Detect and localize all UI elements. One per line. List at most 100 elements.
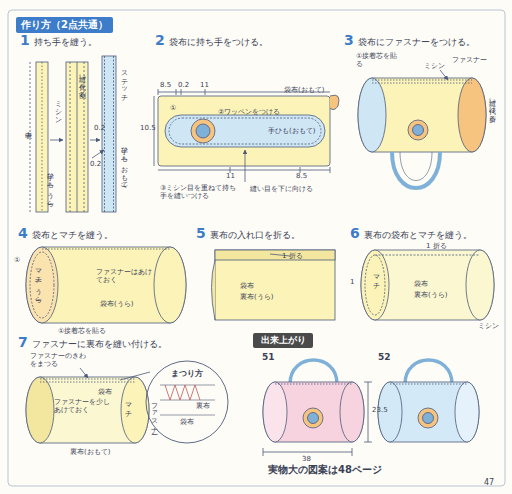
illustration-part	[80, 368, 88, 378]
model-number: 51	[262, 352, 275, 362]
annotation: 裏布	[196, 402, 210, 410]
annotation: 縫い目を下に向ける	[250, 185, 313, 193]
illustration-part	[245, 150, 246, 182]
illustration-part	[90, 140, 100, 141]
illustration-part	[466, 250, 494, 320]
annotation: 手ひも(おもて)	[120, 142, 128, 187]
illustration-part	[340, 382, 364, 442]
illustration-part	[423, 413, 434, 424]
illustration-part	[290, 360, 337, 384]
illustration-part	[102, 56, 116, 212]
illustration-part	[26, 377, 54, 443]
illustration-part	[26, 247, 58, 323]
annotation: 0.2	[178, 81, 189, 89]
step-heading: 裏布の入れ口を折る。	[210, 230, 300, 240]
annotation: 袋布	[98, 388, 112, 396]
illustration-part	[121, 377, 149, 443]
illustration-part	[405, 360, 452, 384]
annotation: 裏布(うら)	[240, 293, 273, 301]
annotation: 1	[350, 278, 354, 286]
annotation: ①	[170, 104, 176, 112]
illustration-part	[400, 152, 432, 181]
illustration-part	[215, 250, 335, 260]
lining-cylinder	[361, 250, 494, 320]
bag-cylinder-zipper	[358, 70, 486, 188]
illustration-part	[191, 119, 215, 143]
illustration-part	[120, 372, 150, 380]
illustration-part	[375, 255, 480, 256]
illustration-part	[212, 260, 216, 320]
illustration-part	[165, 385, 200, 400]
illustration-part	[158, 96, 330, 166]
illustration-part	[365, 255, 385, 315]
illustration-part	[263, 382, 287, 442]
annotation: ミシン	[424, 62, 445, 70]
annotation: 10.5	[140, 124, 156, 132]
illustration-part	[361, 250, 389, 320]
illustration-part	[50, 140, 63, 141]
illustration-part	[26, 377, 149, 443]
illustration-part	[154, 247, 186, 323]
step-number: 1	[20, 32, 30, 48]
step-number: 6	[350, 225, 360, 241]
bag-cylinder-gusset	[26, 247, 186, 323]
illustration-part	[440, 70, 448, 80]
illustration-part	[378, 382, 479, 442]
page-frame	[8, 10, 505, 486]
step-heading: 袋布に持ち手をつける。	[169, 37, 268, 47]
illustration-part	[372, 80, 472, 83]
illustration-part	[105, 56, 114, 212]
illustration-part	[330, 95, 339, 109]
lining-folded	[212, 250, 336, 320]
illustration-part	[392, 152, 440, 188]
annotation: 袋布	[240, 282, 254, 290]
illustration-part	[413, 125, 424, 136]
annotation: 8.5	[160, 81, 171, 89]
finished-bag-blue	[378, 360, 479, 442]
illustration-part	[169, 118, 321, 144]
caption: 実物大の図案は48ページ	[268, 464, 382, 476]
section-title: 出来上がり	[253, 333, 313, 348]
step-heading: 袋布とマチを縫う。	[32, 230, 113, 240]
annotation: 裏布(おもて)	[70, 448, 110, 456]
annotation: ファスナーはあけておく	[96, 268, 152, 284]
annotation: 11	[200, 81, 209, 89]
detail-circle: まつり方	[145, 360, 229, 444]
step-number: 3	[344, 32, 354, 48]
illustration-part	[196, 124, 210, 138]
section-box: 出来上がり	[253, 333, 313, 348]
illustration-part	[364, 382, 372, 442]
annotation: 0.2	[94, 124, 105, 132]
illustration-part	[42, 62, 43, 212]
illustration-part	[165, 115, 325, 147]
annotation: 袋布	[414, 280, 428, 288]
illustration-part	[42, 249, 170, 250]
illustration-part	[408, 120, 428, 140]
annotation: 縫い代は折る	[488, 94, 496, 118]
annotation: 縫い代を割る	[78, 70, 86, 94]
annotation: ミシン	[478, 322, 499, 330]
annotation: ファスナーを少しあけておく	[54, 398, 116, 414]
step-heading: ファスナーに裏布を縫い付ける。	[32, 339, 167, 349]
step-number: 5	[196, 225, 206, 241]
lining-attach	[26, 368, 215, 443]
annotation: マチ	[124, 398, 132, 414]
illustration-part	[30, 62, 31, 212]
model-number: 52	[378, 352, 391, 362]
step-number: 7	[18, 334, 28, 350]
annotation: 手ひも(おもて)	[268, 127, 315, 135]
circle-outline-shape	[146, 361, 228, 443]
annotation: 袋布(うら)	[100, 300, 133, 308]
annotation: 0.2	[90, 160, 101, 168]
bag-panel-flat	[154, 89, 339, 182]
illustration-part	[263, 382, 364, 442]
annotation: ②ワッペンをつける	[218, 108, 280, 116]
step-number: 4	[18, 225, 28, 241]
handle-strips	[30, 56, 116, 212]
annotation: ①接着芯を貼る	[356, 52, 404, 68]
annotation: マチ(うら)	[34, 264, 42, 301]
illustration-part	[215, 250, 335, 320]
annotation: マチ	[372, 270, 380, 286]
detail-title: まつり方	[145, 360, 229, 381]
annotation: ファスナー	[452, 56, 487, 64]
